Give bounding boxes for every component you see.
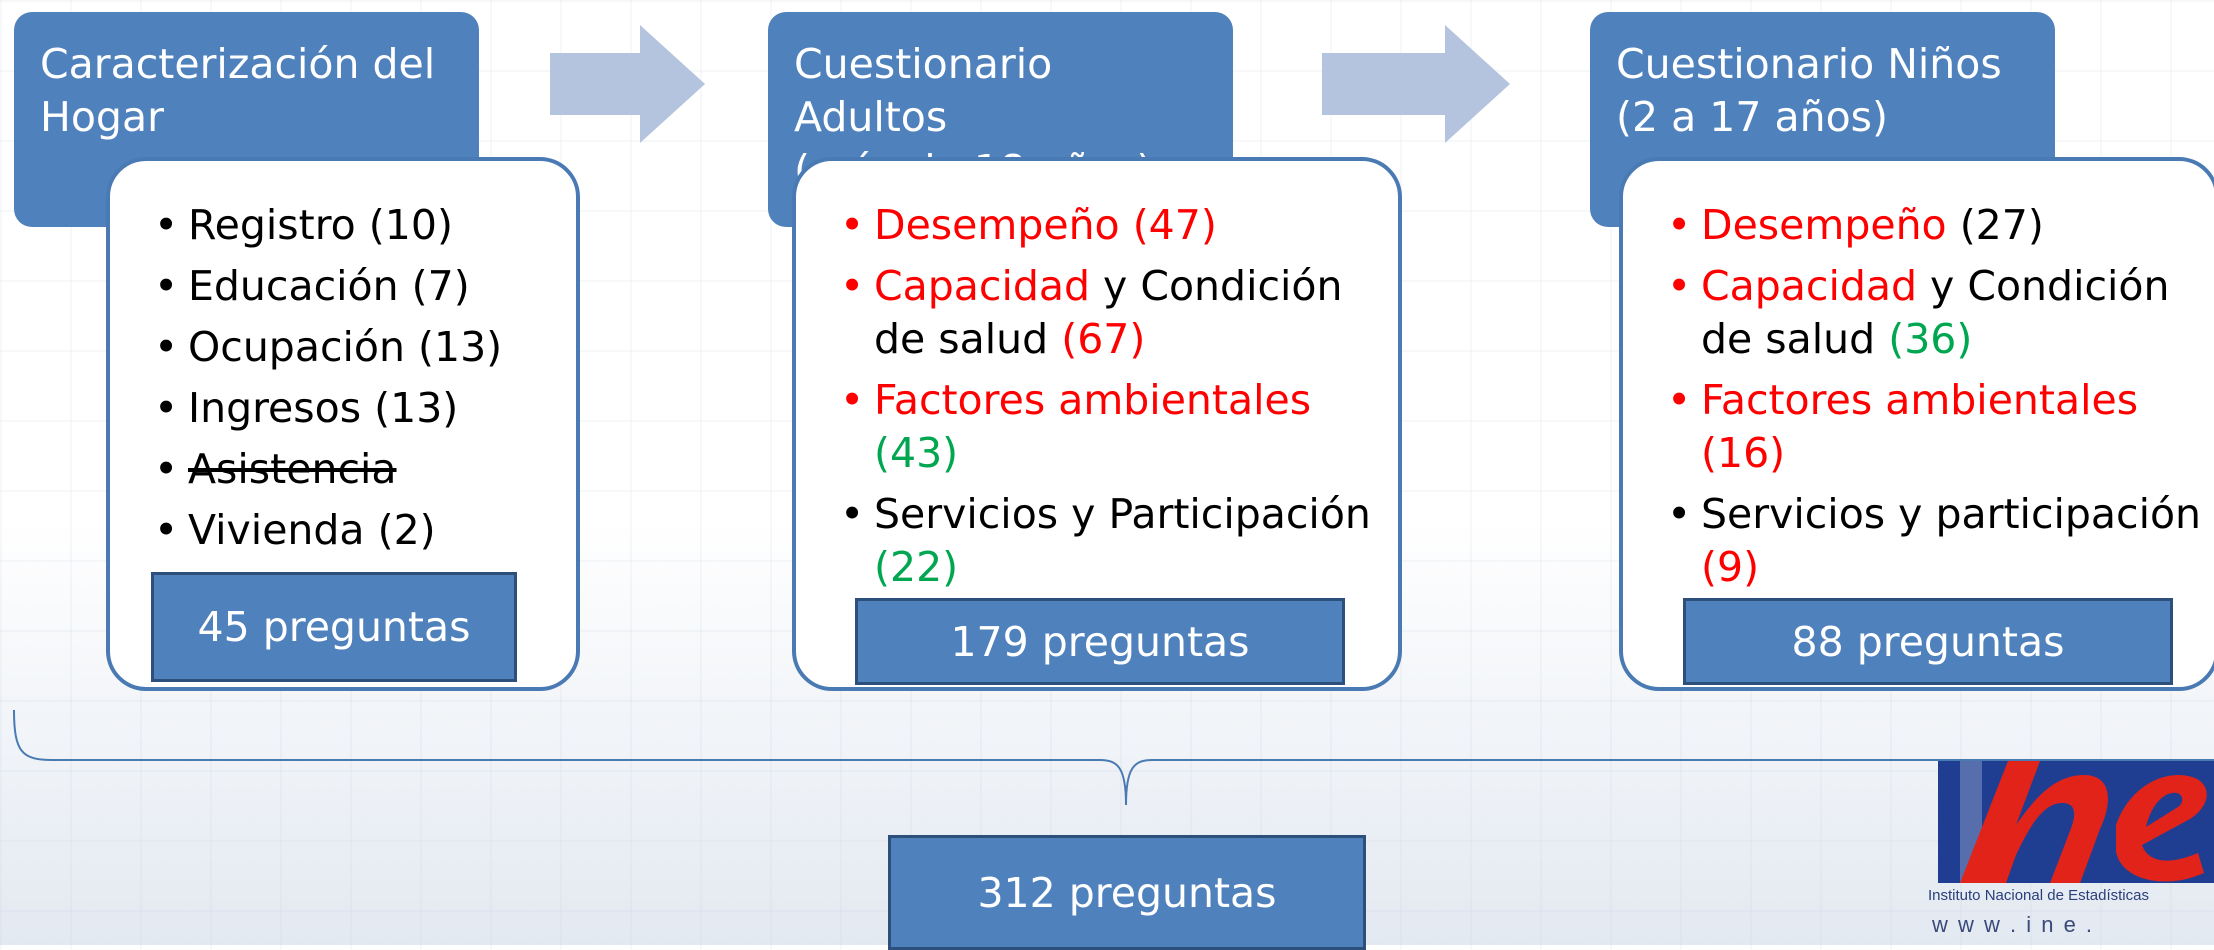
list-item: •Ocupación (13)	[154, 323, 503, 371]
list-item: •Desempeño (47)	[840, 201, 1217, 249]
list-item: •Desempeño (27)	[1667, 201, 2044, 249]
arrow-1-icon	[550, 25, 705, 143]
logo-url: w w w . i n e .	[1932, 912, 2095, 937]
household-title: Caracterización del Hogar	[40, 40, 436, 141]
children-title-line1: Cuestionario Niños	[1616, 40, 2002, 88]
list-item: •Servicios y participación (9)	[1667, 490, 2202, 591]
list-item: •Servicios y Participación (22)	[840, 490, 1371, 591]
logo-caption: Instituto Nacional de Estadísticas	[1928, 887, 2149, 904]
list-item: •Ingresos (13)	[154, 384, 459, 432]
list-item: •Capacidad y Condición de salud (67)	[840, 262, 1343, 363]
ine-logo-mark	[1938, 761, 2214, 883]
ine-logo: Instituto Nacional de Estadísticas w w w…	[1920, 755, 2214, 945]
grouping-brace	[13, 709, 2214, 806]
list-item-struck: •Asistencia	[154, 445, 397, 493]
list-item: •Factores ambientales (43)	[840, 376, 1312, 477]
list-item: •Educación (7)	[154, 262, 470, 310]
household-total-box: 45 preguntas	[151, 572, 517, 682]
adults-title-line1: Cuestionario Adultos	[794, 40, 1053, 141]
children-title-line2: (2 a 17 años)	[1616, 93, 1889, 141]
list-item: •Capacidad y Condición de salud (36)	[1667, 262, 2170, 363]
list-item: •Factores ambientales (16)	[1667, 376, 2139, 477]
arrow-2-icon	[1322, 25, 1510, 143]
list-item: •Vivienda (2)	[154, 506, 436, 554]
list-item: •Registro (10)	[154, 201, 453, 249]
children-total-box: 88 preguntas	[1683, 598, 2173, 685]
grand-total-box: 312 preguntas	[888, 835, 1366, 950]
adults-total-box: 179 preguntas	[855, 598, 1345, 685]
